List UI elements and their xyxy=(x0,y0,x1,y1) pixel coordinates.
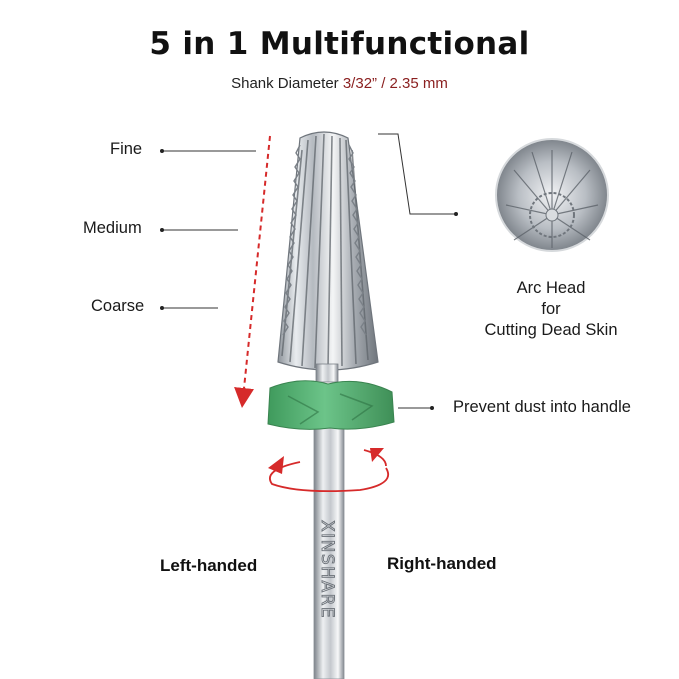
page-title: 5 in 1 Multifunctional xyxy=(149,26,530,62)
brand-engraving: XINSHARE xyxy=(317,520,337,619)
arc-head-closeup xyxy=(495,138,609,252)
grit-arrow xyxy=(234,135,271,408)
arc-head-line2: for xyxy=(541,300,561,318)
rotation-arrows xyxy=(269,449,390,493)
left-handed-label: Left-handed xyxy=(160,556,258,575)
arc-head-caption: Arc Head for Cutting Dead Skin xyxy=(470,278,632,341)
dust-guard xyxy=(267,380,395,430)
shank-diameter-prefix: Shank Diameter xyxy=(231,75,339,92)
right-handed-label: Right-handed xyxy=(387,554,497,573)
leader-lines-left xyxy=(162,150,256,309)
arc-head-leader xyxy=(378,133,456,215)
shank-diameter: Shank Diameter 3/32” / 2.35 mm xyxy=(0,75,679,92)
arc-head-line1: Arc Head xyxy=(516,279,586,297)
arc-head-line3: Cutting Dead Skin xyxy=(484,321,618,339)
grit-fine-label: Fine xyxy=(110,140,143,158)
dust-guard-label: Prevent dust into handle xyxy=(453,398,631,416)
grit-medium-label: Medium xyxy=(83,219,142,237)
shank xyxy=(313,421,345,679)
shank-diameter-value: 3/32” / 2.35 mm xyxy=(342,75,448,92)
bit-head xyxy=(277,131,379,383)
grit-coarse-label: Coarse xyxy=(91,297,145,315)
